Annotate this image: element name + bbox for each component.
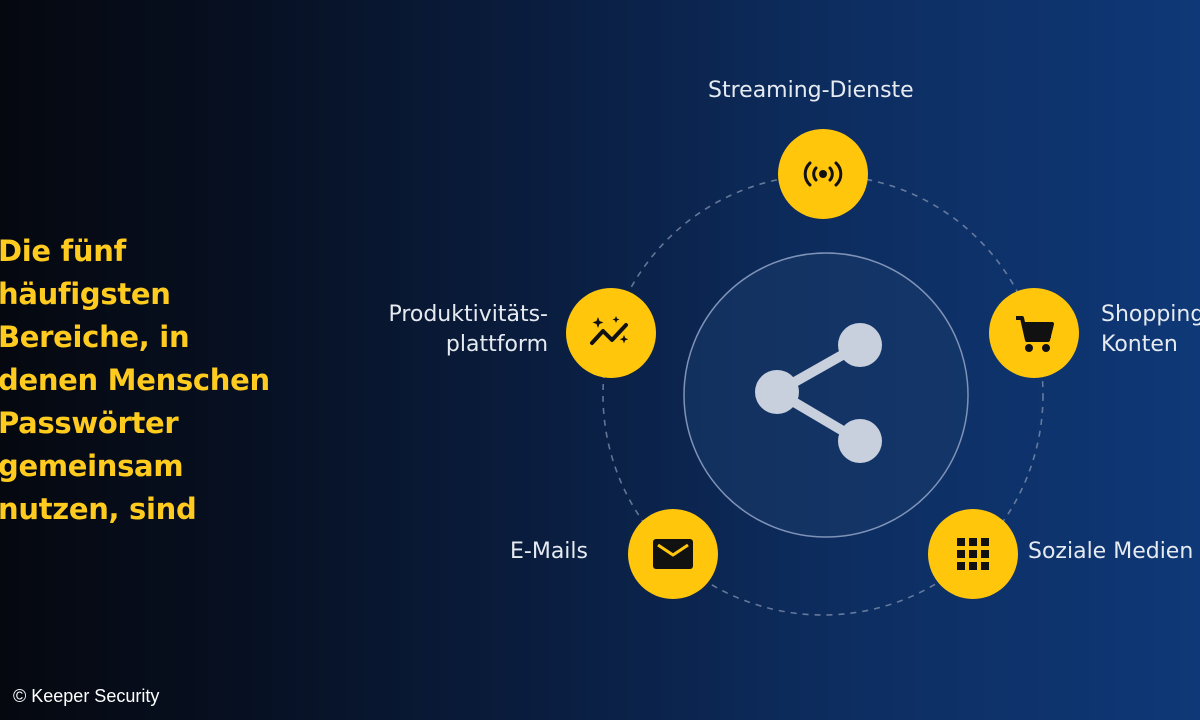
node-streaming — [778, 129, 868, 219]
broadcast-icon — [803, 161, 843, 187]
label-productivity: Produktivitäts- plattform — [366, 300, 548, 360]
label-shopping-line: Konten — [1101, 332, 1178, 357]
label-productivity-line: Produktivitäts- — [388, 302, 548, 327]
headline: Die fünf häufigsten Bereiche, in denen M… — [0, 230, 298, 531]
headline-line: Bereiche, in — [0, 320, 190, 354]
label-social: Soziale Medien — [1028, 539, 1194, 564]
node-social — [928, 509, 1018, 599]
label-productivity-line: plattform — [445, 332, 548, 357]
envelope-icon — [653, 539, 693, 569]
copyright: © Keeper Security — [13, 686, 160, 706]
label-streaming: Streaming-Dienste — [708, 78, 914, 103]
node-productivity — [566, 288, 656, 378]
label-shopping: Shopping- Konten — [1101, 300, 1200, 360]
grid-icon — [957, 538, 989, 570]
headline-line: nutzen, sind — [0, 492, 197, 526]
chart-spark-icon — [590, 316, 629, 345]
headline-line: denen Menschen — [0, 363, 270, 397]
headline-line: Die fünf — [0, 234, 126, 268]
label-email: E-Mails — [510, 539, 588, 564]
share-icon — [755, 323, 882, 463]
center-circle — [683, 252, 969, 538]
label-shopping-line: Shopping- — [1101, 302, 1200, 327]
node-email — [628, 509, 718, 599]
node-shopping — [989, 288, 1079, 378]
headline-line: gemeinsam — [0, 449, 184, 483]
cart-icon — [1016, 316, 1054, 352]
headline-line: häufigsten — [0, 277, 171, 311]
headline-line: Passwörter — [0, 406, 179, 440]
